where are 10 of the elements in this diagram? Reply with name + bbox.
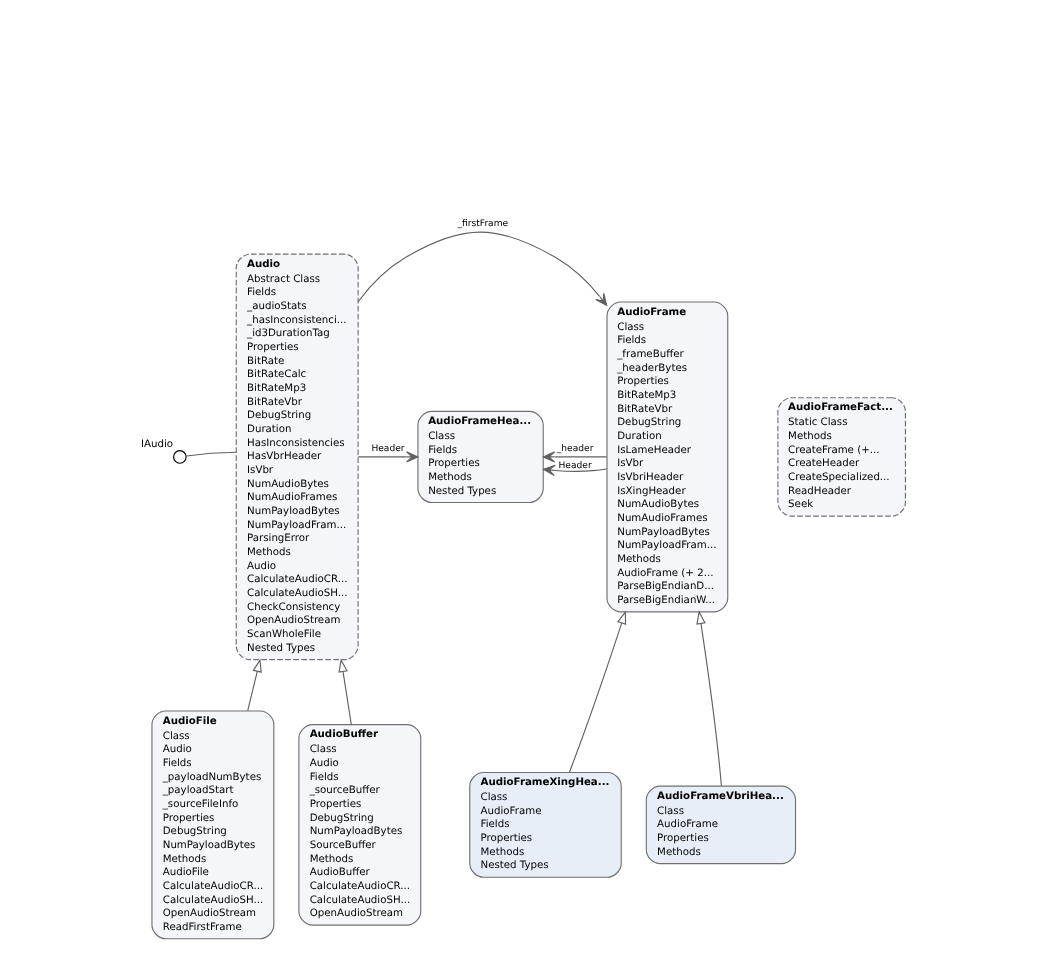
- arrow: [247, 658, 262, 712]
- arrow: [542, 451, 608, 463]
- arrow: [696, 610, 722, 787]
- connector: [185, 451, 237, 457]
- node-circle: [173, 450, 187, 464]
- arrow: [338, 658, 352, 726]
- arrow: [542, 464, 608, 477]
- arrow: [357, 451, 419, 463]
- arrow: [568, 610, 627, 773]
- arrow: [357, 231, 608, 307]
